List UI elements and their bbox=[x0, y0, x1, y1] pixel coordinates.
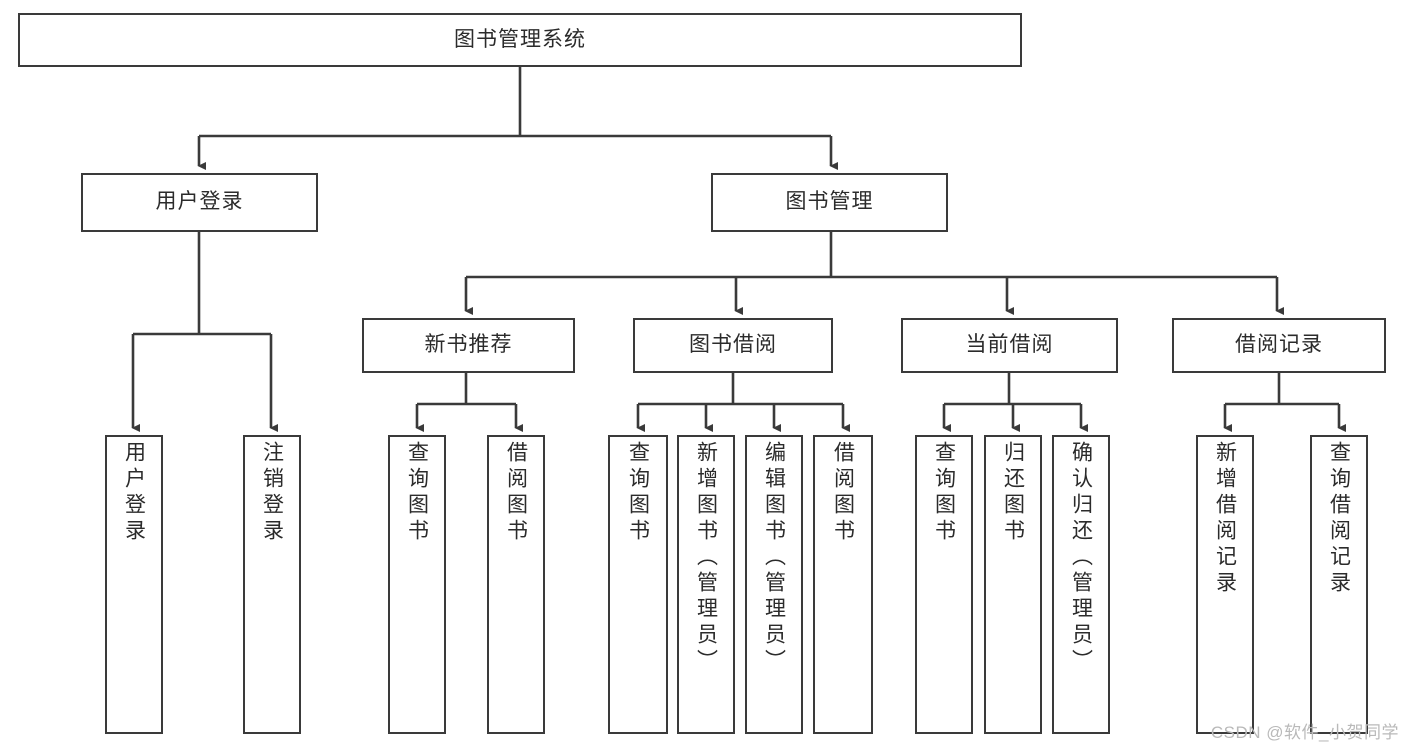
node-label: 用户登录 bbox=[122, 441, 146, 545]
node-leaf-add-book-admin[interactable]: 新增图书（管理员） bbox=[677, 435, 735, 734]
node-label: 归还图书 bbox=[1001, 441, 1025, 545]
node-leaf-return-book[interactable]: 归还图书 bbox=[984, 435, 1042, 734]
node-current-borrow[interactable]: 当前借阅 bbox=[901, 318, 1118, 373]
node-label: 借阅图书 bbox=[504, 441, 528, 545]
watermark: CSDN @软件_小贺同学 bbox=[1210, 723, 1399, 742]
node-new-book-recommend[interactable]: 新书推荐 bbox=[362, 318, 575, 373]
node-label: 用户登录 bbox=[155, 190, 244, 214]
node-label: 借阅记录 bbox=[1235, 333, 1323, 357]
node-leaf-logout[interactable]: 注销登录 bbox=[243, 435, 301, 734]
node-label: 查询图书 bbox=[405, 441, 429, 545]
node-label: 查询借阅记录 bbox=[1327, 441, 1351, 597]
node-label: 确认归还（管理员） bbox=[1069, 441, 1093, 675]
node-label: 新书推荐 bbox=[424, 333, 513, 357]
node-label: 图书借阅 bbox=[689, 333, 777, 357]
node-label: 当前借阅 bbox=[965, 333, 1054, 357]
node-user-login[interactable]: 用户登录 bbox=[81, 173, 318, 232]
node-label: 编辑图书（管理员） bbox=[762, 441, 786, 675]
node-label: 查询图书 bbox=[626, 441, 650, 545]
node-leaf-query-book-new[interactable]: 查询图书 bbox=[388, 435, 446, 734]
node-leaf-confirm-return-admin[interactable]: 确认归还（管理员） bbox=[1052, 435, 1110, 734]
node-book-borrow[interactable]: 图书借阅 bbox=[633, 318, 833, 373]
node-leaf-query-borrow-record[interactable]: 查询借阅记录 bbox=[1310, 435, 1368, 734]
node-label: 图书管理 bbox=[785, 190, 874, 214]
node-leaf-query-book-current[interactable]: 查询图书 bbox=[915, 435, 973, 734]
node-label: 查询图书 bbox=[932, 441, 956, 545]
node-label: 新增图书（管理员） bbox=[694, 441, 718, 675]
node-label: 注销登录 bbox=[260, 441, 284, 545]
node-label: 图书管理系统 bbox=[454, 27, 586, 51]
node-leaf-borrow-book-new[interactable]: 借阅图书 bbox=[487, 435, 545, 734]
node-leaf-edit-book-admin[interactable]: 编辑图书（管理员） bbox=[745, 435, 803, 734]
node-leaf-user-login[interactable]: 用户登录 bbox=[105, 435, 163, 734]
node-book-management[interactable]: 图书管理 bbox=[711, 173, 948, 232]
node-leaf-add-borrow-record[interactable]: 新增借阅记录 bbox=[1196, 435, 1254, 734]
node-label: 借阅图书 bbox=[831, 441, 855, 545]
node-borrow-record[interactable]: 借阅记录 bbox=[1172, 318, 1386, 373]
node-root-book-management-system[interactable]: 图书管理系统 bbox=[18, 13, 1022, 67]
node-leaf-borrow-book[interactable]: 借阅图书 bbox=[813, 435, 873, 734]
node-label: 新增借阅记录 bbox=[1213, 441, 1237, 597]
node-leaf-query-book-borrow[interactable]: 查询图书 bbox=[608, 435, 668, 734]
